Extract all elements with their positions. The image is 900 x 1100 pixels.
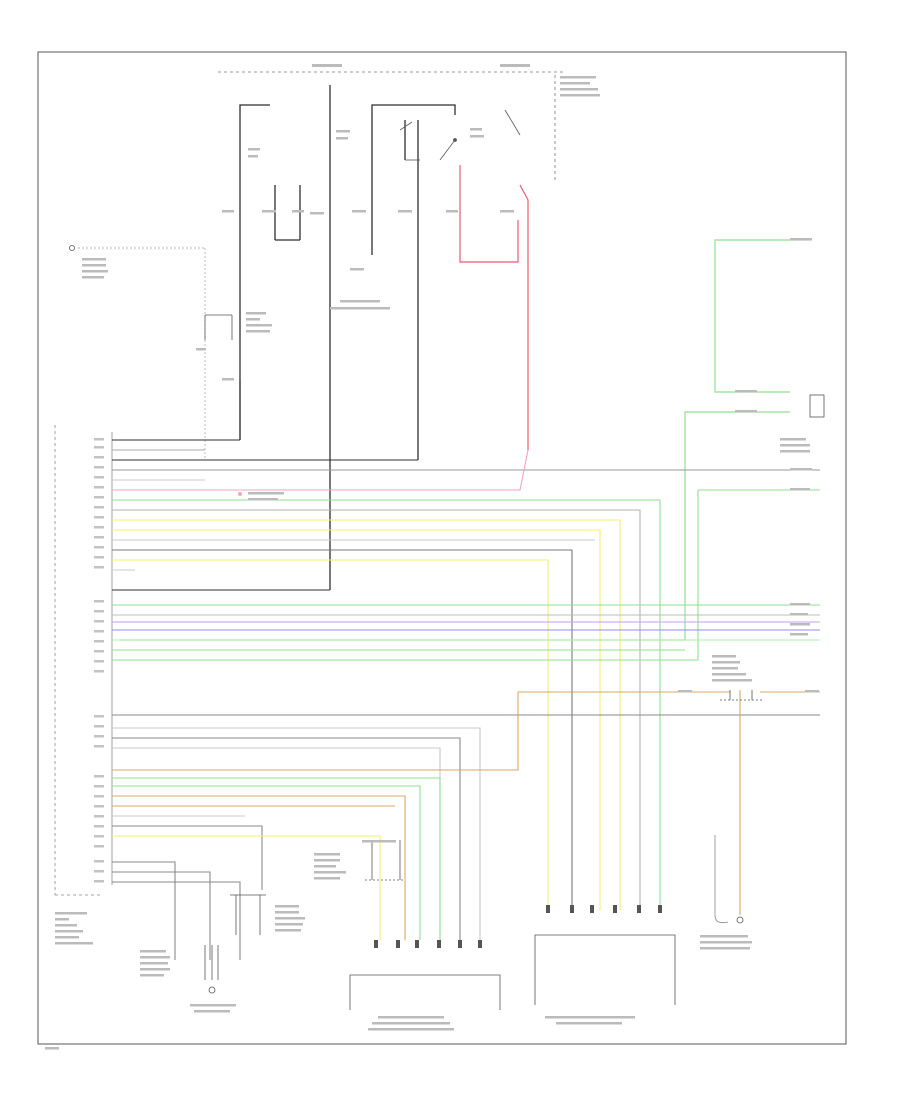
throttle-body-note: [368, 1016, 454, 1031]
green-wire-top-right: [714, 239, 810, 393]
ignition-relay: [204, 314, 233, 340]
top-right-note: [560, 76, 600, 97]
harness-wires-group-4: [112, 861, 241, 960]
right-sensor-note: [735, 238, 812, 453]
oxygen-sensor-note: [678, 655, 819, 950]
left-location-note: [69, 245, 205, 279]
top-fuse-label-left: [312, 64, 342, 67]
harness-wires-group-3: [112, 691, 820, 940]
green-wire-right-2: [120, 411, 790, 641]
camshaft-sensor: [230, 894, 266, 935]
top-fuse-label-right: [500, 64, 530, 67]
ecm-pin-labels: [94, 438, 104, 883]
ecm-note: [55, 912, 93, 945]
pin-markers: [374, 905, 662, 948]
red-wire-ecm: [519, 184, 529, 450]
diagram-frame: [37, 51, 847, 1045]
relay-switch-contacts: [399, 109, 521, 161]
knock-sensor-connector: [365, 840, 405, 881]
fuse-labels: [222, 128, 514, 310]
crank-sensor: [204, 945, 219, 994]
red-wire-fuse: [459, 165, 519, 263]
harness-wires-group-2: [112, 589, 820, 651]
right-wire-tags: [790, 468, 812, 636]
pedal-sensor-note: [545, 1016, 635, 1025]
harness-wires-group-1: [112, 380, 820, 910]
page-tag: [45, 1047, 59, 1050]
oxygen-sensor-right: [714, 690, 762, 924]
throttle-body-connector: [349, 974, 501, 1010]
pedal-sensor-connector: [534, 934, 676, 1005]
power-supply-wires: [239, 85, 456, 590]
pink-connector-dot: [238, 492, 242, 496]
